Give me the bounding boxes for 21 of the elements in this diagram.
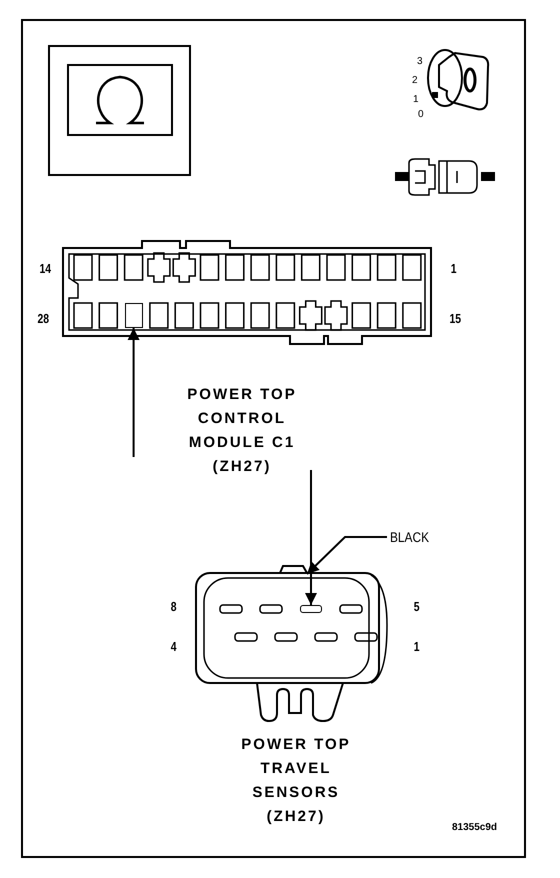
connector-caption: POWER TOP TRAVEL SENSORS (ZH27)	[240, 735, 352, 827]
wire-color-label: BLACK	[390, 530, 430, 544]
key-position-number: 3	[417, 57, 423, 67]
pin-number: 28	[37, 312, 50, 325]
connector-caption: POWER TOP CONTROL MODULE C1 (ZH27)	[186, 385, 298, 477]
key-position-number: 2	[412, 76, 418, 86]
pin-number: 4	[170, 640, 176, 653]
arrow	[128, 328, 140, 457]
key-position-number: 1	[413, 95, 419, 105]
key-position-number: 0	[418, 110, 424, 120]
pin-number: 5	[414, 600, 420, 613]
pin-terminal	[300, 605, 322, 613]
figure-code: 81355c9d	[452, 823, 498, 833]
arrow	[305, 470, 317, 605]
pin-cavity	[124, 303, 143, 328]
pin-number: 8	[170, 600, 176, 613]
pin-number: 1	[450, 262, 456, 275]
pin-number: 14	[39, 262, 52, 275]
pin-number: 1	[414, 640, 420, 653]
leader-line	[306, 536, 387, 575]
pin-number: 15	[449, 312, 462, 325]
